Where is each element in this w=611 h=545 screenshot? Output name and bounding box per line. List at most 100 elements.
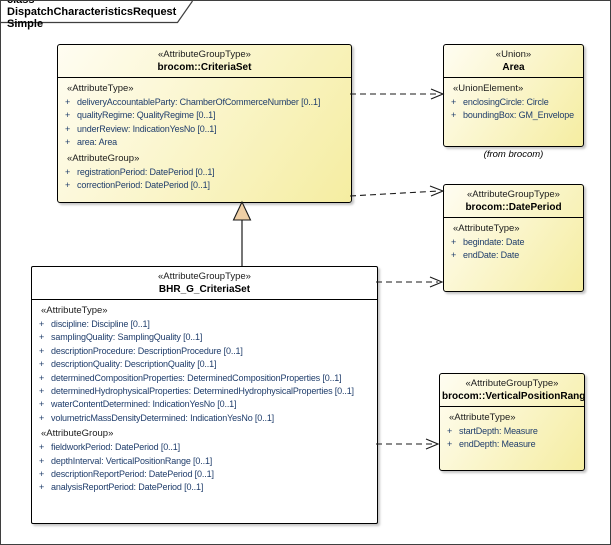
class-attributes: «AttributeType» + deliveryAccountableParty… bbox=[58, 78, 351, 192]
class-header: «AttributeGroupType» brocom::VerticalPos… bbox=[440, 374, 584, 407]
visibility-marker: + bbox=[65, 166, 71, 177]
visibility-marker: + bbox=[65, 97, 71, 107]
attribute-row: + descriptionQuality: DescriptionQuality … bbox=[32, 358, 377, 371]
attribute-text: enclosingCircle: Circle bbox=[463, 97, 549, 107]
attribute-row: +discipline: Discipline [0..1] bbox=[32, 318, 377, 331]
visibility-marker: + bbox=[39, 319, 45, 329]
dependency-arrow-bhr-to-dateperiod[interactable] bbox=[376, 276, 444, 288]
attribute-row: + qualityRegime: QualityRegime [0..1] bbox=[58, 109, 351, 122]
attribute-row: + correctionPeriod: DatePeriod [0..1] bbox=[58, 179, 351, 192]
attribute-text: endDepth: Measure bbox=[459, 439, 536, 450]
attribute-row: +underReview: IndicationYesNo [0..1] bbox=[58, 123, 351, 136]
from-brocom-note: (from brocom) bbox=[483, 149, 544, 160]
stereotype-section-label: «UnionElement» bbox=[453, 83, 524, 94]
visibility-marker: + bbox=[39, 442, 45, 453]
attribute-text: descriptionQuality: DescriptionQuality [… bbox=[51, 359, 217, 370]
stereotype-section-label: «AttributeType» bbox=[453, 223, 520, 234]
visibility-marker: + bbox=[39, 399, 45, 410]
stereotype-section-label: «AttributeType» bbox=[449, 412, 516, 423]
stereotype-section-label: «AttributeGroup» bbox=[41, 428, 114, 440]
attribute-row: + begindate: Date bbox=[444, 236, 583, 249]
attribute-row: +enclosingCircle: Circle bbox=[444, 96, 583, 109]
visibility-marker: + bbox=[39, 332, 45, 343]
class-attributes: «AttributeType» + begindate: Date + endDate:… bbox=[444, 218, 583, 263]
attribute-text: endDate: Date bbox=[463, 250, 520, 261]
attribute-row: +determinedCompositionProperties: Determ… bbox=[32, 372, 377, 385]
attribute-text: deliveryAccountableParty: ChamberOfComme… bbox=[77, 97, 321, 107]
attribute-row: + depthInterval: VerticalPositionRange [0… bbox=[32, 455, 377, 468]
visibility-marker: + bbox=[39, 412, 45, 423]
class-box-area[interactable]: «Union» Area «UnionElement» +enclosingCir… bbox=[443, 44, 584, 147]
visibility-marker: + bbox=[39, 359, 45, 370]
attribute-text: correctionPeriod: DatePeriod [0..1] bbox=[77, 180, 210, 191]
attribute-text: analysisReportPeriod: DatePeriod [0..1] bbox=[51, 482, 204, 493]
attribute-row: + samplingQuality: SamplingQuality [0..1] bbox=[32, 331, 377, 344]
class-box-brocom-dateperiod[interactable]: «AttributeGroupType» brocom::DatePeriod … bbox=[443, 184, 584, 292]
class-header: «AttributeGroupType» BHR_G_CriteriaSet bbox=[32, 267, 377, 300]
visibility-marker: + bbox=[65, 137, 71, 148]
stereotype-section-label: «AttributeType» bbox=[67, 83, 134, 94]
visibility-marker: + bbox=[65, 110, 71, 121]
attribute-text: depthInterval: VerticalPositionRange [0.… bbox=[51, 455, 213, 466]
class-name: brocom::VerticalPositionRange bbox=[442, 391, 585, 402]
attribute-row: + startDepth: Measure bbox=[440, 425, 584, 438]
visibility-marker: + bbox=[39, 386, 45, 397]
attribute-text: qualityRegime: QualityRegime [0..1] bbox=[77, 110, 216, 121]
class-attributes: «AttributeType» + startDepth: Measure + endD… bbox=[440, 407, 584, 452]
visibility-marker: + bbox=[65, 180, 71, 191]
class-stereotype: «Union» bbox=[495, 49, 532, 60]
attribute-text: determinedCompositionProperties: Determi… bbox=[51, 372, 342, 383]
attribute-row: + volumetricMassDensityDetermined: Indica… bbox=[32, 412, 377, 425]
dependency-arrow-criteriaset-to-dateperiod[interactable] bbox=[349, 185, 445, 197]
visibility-marker: + bbox=[451, 250, 457, 261]
attribute-text: waterContentDetermined: IndicationYesNo … bbox=[51, 399, 237, 410]
stereotype-section-label: «AttributeType» bbox=[41, 305, 108, 316]
visibility-marker: + bbox=[451, 237, 457, 247]
attribute-text: descriptionProcedure: DescriptionProcedu… bbox=[51, 345, 243, 356]
frame-title: class DispatchCharacteristicsRequest Sim… bbox=[7, 1, 177, 30]
visibility-marker: + bbox=[39, 469, 45, 480]
attribute-row: +descriptionReportPeriod: DatePeriod [0.… bbox=[32, 468, 377, 481]
visibility-marker: + bbox=[39, 455, 45, 466]
attribute-text: startDepth: Measure bbox=[459, 426, 538, 436]
attribute-text: boundingBox: GM_Envelope bbox=[463, 110, 574, 121]
attribute-row: + deliveryAccountableParty: ChamberOfComm… bbox=[58, 96, 351, 109]
class-attributes: «AttributeType» +discipline: Discipline [… bbox=[32, 300, 377, 495]
attribute-row: + analysisReportPeriod: DatePeriod [0..1] bbox=[32, 481, 377, 494]
generalization-arrow-bhr-to-criteriaset[interactable] bbox=[232, 200, 252, 266]
class-box-brocom-verticalpositionrange[interactable]: «AttributeGroupType» brocom::VerticalPos… bbox=[439, 373, 585, 471]
class-box-brocom-criteriaset[interactable]: «AttributeGroupType» brocom::CriteriaSet… bbox=[57, 44, 352, 203]
attribute-text: determinedHydrophysicalProperties: Deter… bbox=[51, 386, 354, 397]
attribute-row: + descriptionProcedure: DescriptionProced… bbox=[32, 345, 377, 358]
attribute-row: + endDepth: Measure bbox=[440, 438, 584, 451]
attribute-text: samplingQuality: SamplingQuality [0..1] bbox=[51, 332, 203, 343]
attribute-text: underReview: IndicationYesNo [0..1] bbox=[77, 123, 217, 134]
class-box-bhr-g-criteriaset[interactable]: «AttributeGroupType» BHR_G_CriteriaSet «… bbox=[31, 266, 378, 524]
attribute-row: +boundingBox: GM_Envelope bbox=[444, 109, 583, 122]
visibility-marker: + bbox=[39, 345, 45, 356]
class-header: «Union» Area bbox=[444, 45, 583, 78]
dependency-arrow-criteriaset-to-area[interactable] bbox=[350, 88, 445, 100]
class-name: BHR_G_CriteriaSet bbox=[158, 284, 251, 295]
attribute-text: begindate: Date bbox=[463, 237, 525, 247]
class-name: brocom::DatePeriod bbox=[465, 202, 562, 213]
attribute-row: + endDate: Date bbox=[444, 249, 583, 262]
class-name: brocom::CriteriaSet bbox=[157, 62, 252, 73]
attribute-text: area: Area bbox=[77, 137, 118, 148]
visibility-marker: + bbox=[39, 482, 45, 493]
class-header: «AttributeGroupType» brocom::CriteriaSet bbox=[58, 45, 351, 78]
class-stereotype: «AttributeGroupType» bbox=[465, 378, 559, 389]
visibility-marker: + bbox=[447, 426, 453, 436]
stereotype-section-label: «AttributeGroup» bbox=[67, 152, 140, 164]
attribute-row: + waterContentDetermined: IndicationYesNo… bbox=[32, 398, 377, 411]
class-stereotype: «AttributeGroupType» bbox=[158, 271, 251, 282]
visibility-marker: + bbox=[447, 439, 453, 450]
class-stereotype: «AttributeGroupType» bbox=[467, 189, 560, 200]
attribute-row: + determinedHydrophysicalProperties: Dete… bbox=[32, 385, 377, 398]
attribute-text: registrationPeriod: DatePeriod [0..1] bbox=[77, 166, 215, 177]
dependency-arrow-bhr-to-verticalpositionrange[interactable] bbox=[376, 438, 440, 450]
attribute-text: volumetricMassDensityDetermined: Indicat… bbox=[51, 412, 275, 423]
class-name: Area bbox=[502, 62, 525, 73]
attribute-row: + registrationPeriod: DatePeriod [0..1] bbox=[58, 166, 351, 179]
